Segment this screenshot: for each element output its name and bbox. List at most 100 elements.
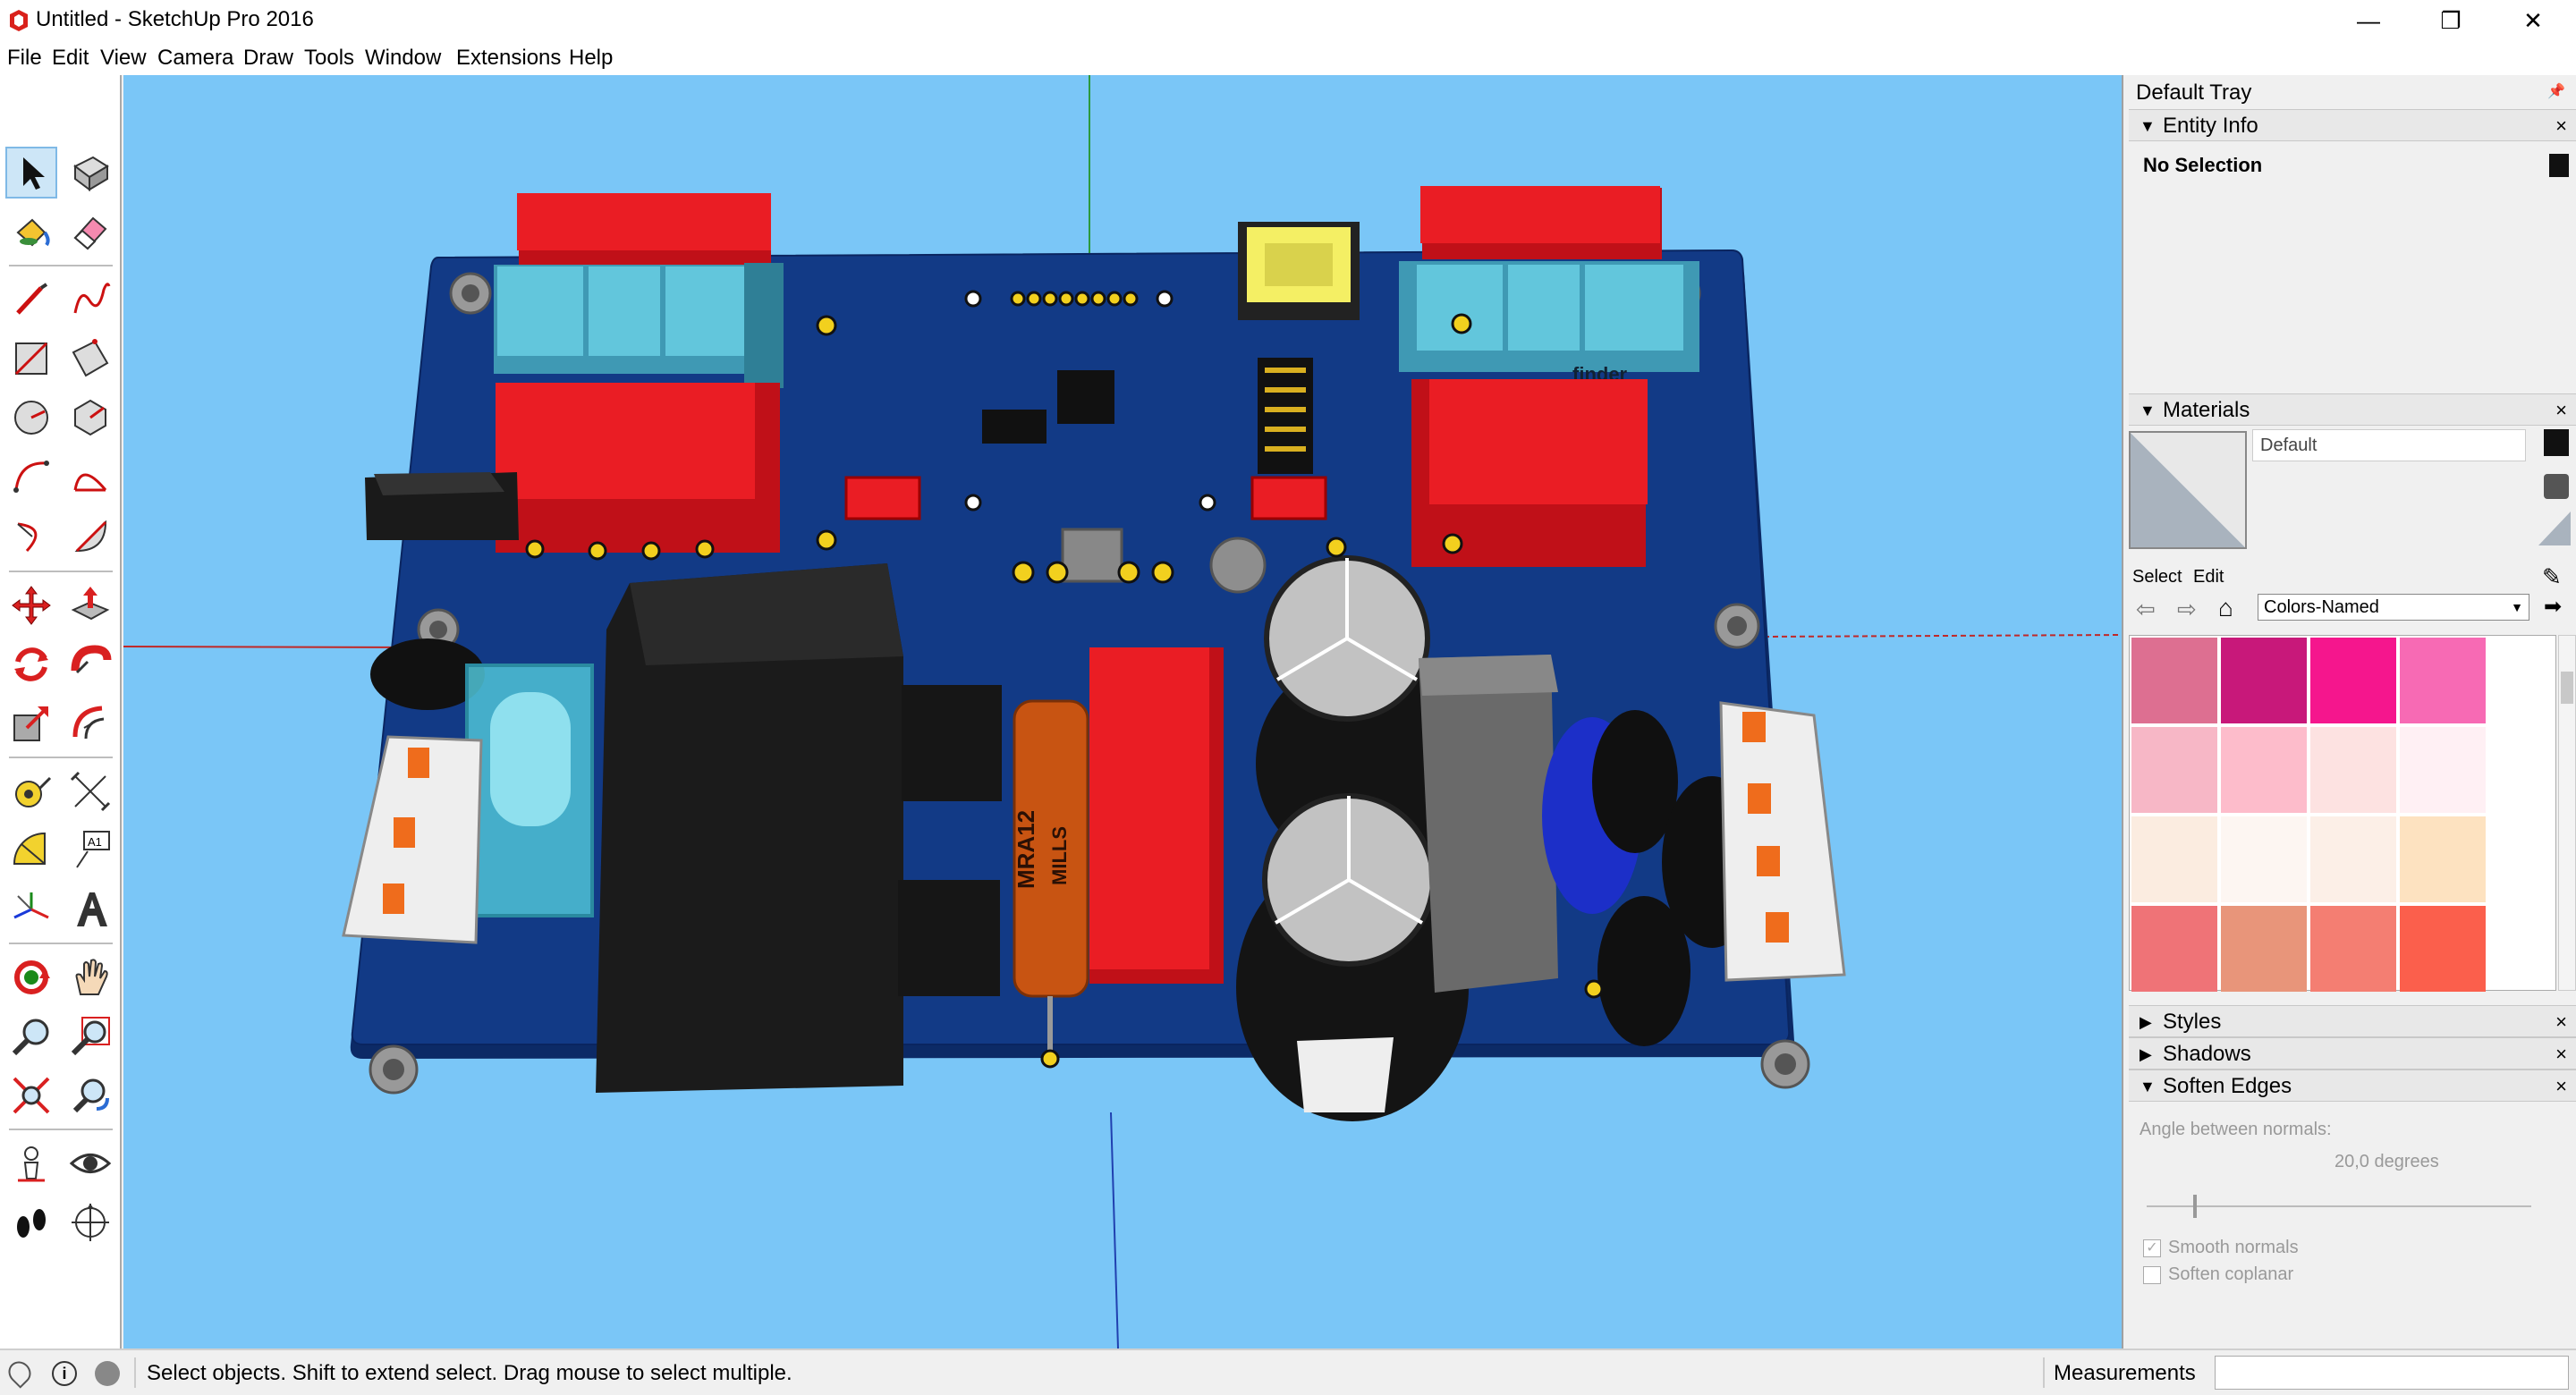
electrolytic-capacitor-lower[interactable] <box>1236 793 1469 1121</box>
restore-button[interactable]: ❐ <box>2440 6 2462 34</box>
pan-tool[interactable] <box>64 951 116 1003</box>
tape-measure-tool[interactable] <box>5 765 57 817</box>
relay-right-cyan[interactable]: finder <box>1399 261 1699 385</box>
freehand-tool[interactable] <box>64 274 116 326</box>
red-connector-left[interactable] <box>844 476 921 520</box>
material-swatch[interactable] <box>2310 816 2396 902</box>
menu-tools[interactable]: Tools <box>304 46 355 70</box>
move-tool[interactable] <box>5 579 57 631</box>
axes-tool[interactable] <box>5 884 57 935</box>
small-ic[interactable] <box>982 410 1046 444</box>
back-arrow-icon[interactable]: ⇦ <box>2136 596 2156 622</box>
rotated-rectangle-tool[interactable] <box>64 333 116 385</box>
walk-tool[interactable] <box>5 1196 57 1248</box>
angle-slider-thumb[interactable] <box>2193 1195 2197 1218</box>
close-panel-icon[interactable]: × <box>2555 1043 2567 1065</box>
resistor-mra12[interactable]: MRA12 MILLS <box>1013 699 1089 1050</box>
relay-right-top[interactable] <box>1420 186 1662 259</box>
gray-component-block[interactable] <box>1419 655 1558 993</box>
entity-info-panel-header[interactable]: ▼ Entity Info × <box>2129 109 2576 141</box>
material-swatch[interactable] <box>2400 727 2486 813</box>
info-icon[interactable]: i <box>52 1361 77 1386</box>
transparent-relay[interactable] <box>465 664 594 917</box>
three-point-arc-tool[interactable] <box>5 510 57 562</box>
details-arrow-icon[interactable]: ➡ <box>2544 595 2563 619</box>
styles-panel-header[interactable]: ▶ Styles × <box>2129 1005 2576 1037</box>
menu-help[interactable]: Help <box>569 46 614 70</box>
close-panel-icon[interactable]: × <box>2555 399 2567 421</box>
default-material-icon[interactable] <box>2538 512 2571 545</box>
terminal-block-right[interactable] <box>1719 701 1846 982</box>
mcu-chip[interactable] <box>1057 370 1114 424</box>
shadows-panel-header[interactable]: ▶ Shadows × <box>2129 1037 2576 1070</box>
black-cylinder-top[interactable] <box>1592 710 1678 853</box>
relay-left-top[interactable] <box>517 193 771 266</box>
home-icon[interactable]: ⌂ <box>2218 594 2233 621</box>
orbit-tool[interactable] <box>5 951 57 1003</box>
two-point-arc-tool[interactable] <box>64 451 116 503</box>
eraser-tool[interactable] <box>64 206 116 258</box>
polygon-tool[interactable] <box>64 392 116 444</box>
material-swatch[interactable] <box>2310 638 2396 723</box>
material-swatch[interactable] <box>2131 727 2217 813</box>
black-heatsink-bar[interactable] <box>365 472 519 540</box>
black-cylinder-bottom[interactable] <box>1597 896 1690 1046</box>
black-block-lower[interactable] <box>898 880 1000 996</box>
tray-pin-icon[interactable]: 📌 <box>2547 84 2565 99</box>
smooth-normals-checkbox[interactable]: ✓ <box>2143 1239 2161 1257</box>
zoom-tool[interactable] <box>5 1010 57 1062</box>
push-pull-tool[interactable] <box>64 579 116 631</box>
pie-tool[interactable] <box>64 510 116 562</box>
eyedropper-icon[interactable]: ✎ <box>2542 563 2562 590</box>
rectangle-tool[interactable] <box>5 333 57 385</box>
section-plane-tool[interactable] <box>64 1196 116 1248</box>
menu-window[interactable]: Window <box>365 46 442 70</box>
follow-me-tool[interactable] <box>64 638 116 690</box>
user-account-icon[interactable] <box>95 1361 120 1386</box>
pin-header[interactable] <box>1258 358 1313 474</box>
create-material-icon[interactable] <box>2544 429 2569 456</box>
material-swatch[interactable] <box>2400 816 2486 902</box>
close-panel-icon[interactable]: × <box>2555 1010 2567 1033</box>
material-swatch[interactable] <box>2400 638 2486 723</box>
menu-extensions[interactable]: Extensions <box>456 46 562 70</box>
material-swatch[interactable] <box>2221 906 2307 992</box>
close-panel-icon[interactable]: × <box>2555 1075 2567 1097</box>
protractor-tool[interactable] <box>5 824 57 876</box>
menu-draw[interactable]: Draw <box>243 46 294 70</box>
tab-select[interactable]: Select <box>2132 567 2182 587</box>
circle-tool[interactable] <box>5 392 57 444</box>
scrollbar-thumb[interactable] <box>2561 672 2573 704</box>
measurements-input[interactable] <box>2215 1356 2569 1390</box>
relay-left-cyan[interactable] <box>494 263 784 388</box>
sample-paint-icon[interactable] <box>2544 474 2569 499</box>
previous-view-tool[interactable] <box>64 1070 116 1121</box>
geo-location-icon[interactable] <box>4 1357 36 1389</box>
swatch-scrollbar[interactable] <box>2558 635 2576 991</box>
model-viewport[interactable]: finder <box>123 75 2122 1348</box>
red-film-capacitor[interactable] <box>1089 647 1224 984</box>
close-panel-icon[interactable]: × <box>2555 114 2567 137</box>
terminal-block-left[interactable] <box>342 735 483 944</box>
material-swatch[interactable] <box>2131 906 2217 992</box>
forward-arrow-icon[interactable]: ⇨ <box>2177 596 2197 622</box>
rotate-tool[interactable] <box>5 638 57 690</box>
three-d-text-tool[interactable] <box>64 884 116 935</box>
entity-details-toggle-icon[interactable] <box>2549 154 2569 177</box>
crystal-component[interactable] <box>1061 528 1123 583</box>
relay-right-bottom[interactable] <box>1411 379 1648 567</box>
position-camera-tool[interactable] <box>5 1137 57 1189</box>
look-around-tool[interactable] <box>64 1137 116 1189</box>
soften-coplanar-checkbox[interactable] <box>2143 1266 2161 1284</box>
paint-bucket-tool[interactable] <box>5 206 57 258</box>
minimize-button[interactable]: — <box>2357 6 2380 34</box>
relay-left-bottom[interactable] <box>496 383 780 553</box>
materials-panel-header[interactable]: ▼ Materials × <box>2129 393 2576 426</box>
offset-tool[interactable] <box>64 698 116 749</box>
angle-slider[interactable] <box>2147 1195 2531 1218</box>
scale-tool[interactable] <box>5 698 57 749</box>
menu-camera[interactable]: Camera <box>157 46 234 70</box>
red-connector-right[interactable] <box>1250 476 1327 520</box>
zoom-extents-tool[interactable] <box>5 1070 57 1121</box>
text-tool[interactable]: A1 <box>64 824 116 876</box>
